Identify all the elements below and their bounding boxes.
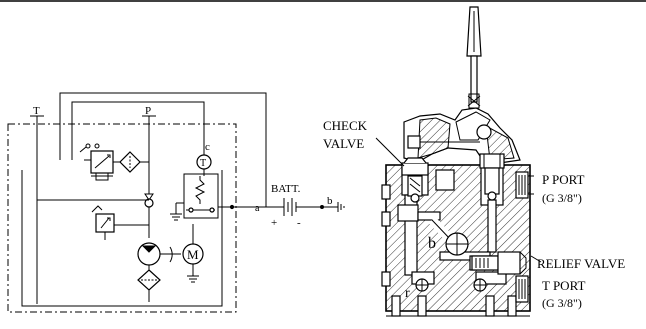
hand-lever [466, 6, 482, 109]
t-port-thread-label: (G 3/8") [542, 296, 582, 310]
solenoid-contactor [183, 169, 235, 219]
node-b-label: b [327, 195, 333, 207]
node-a-label: a [255, 203, 260, 214]
battery-circuit: a BATT. + - b [255, 183, 345, 229]
tank [21, 170, 223, 307]
section-node-b-label: b [428, 235, 436, 252]
check-valve-leader [375, 137, 405, 167]
lever-housing [403, 107, 521, 166]
p-port-label: P [145, 105, 151, 117]
relief-valve-symbol [37, 199, 149, 240]
suction-filter-symbol [137, 269, 161, 302]
section-node-r-label: r [405, 286, 410, 301]
temp-switch-label: T [200, 158, 206, 169]
t-port-label: T PORT [542, 278, 585, 293]
battery-label: BATT. [271, 183, 301, 195]
check-valve-label-2: VALVE [323, 136, 364, 151]
t-port-label: T [33, 105, 40, 117]
p-port-label: P PORT [542, 172, 585, 187]
node-c-label: c [205, 141, 210, 153]
relief-valve-assembly [471, 251, 527, 275]
unit-boundary [7, 123, 237, 313]
p-port-fitting [515, 171, 534, 199]
motor-label: M [187, 247, 199, 262]
p-port-thread-label: (G 3/8") [542, 191, 582, 205]
hydraulic-schematic: T P [7, 92, 345, 313]
t-port-fitting [515, 275, 529, 303]
contactor-ground [170, 202, 184, 221]
check-valve-symbol [144, 193, 154, 238]
valve-section-view: CHECK VALVE P PORT (G 3/8") RELIEF VALVE… [323, 6, 625, 317]
battery-plus-label: + [271, 217, 277, 229]
motor-symbol: M [182, 224, 204, 283]
line-inner-loop [71, 101, 205, 160]
line-outer-loop [59, 92, 267, 208]
relief-valve-leader [530, 255, 542, 263]
check-valve-assembly [401, 157, 429, 203]
directional-valve [79, 143, 124, 181]
spool-assembly [479, 153, 505, 201]
check-valve-label-1: CHECK [323, 118, 368, 133]
pump-symbol [137, 242, 181, 270]
battery-minus-label: - [297, 217, 301, 229]
filter-symbol [119, 151, 149, 173]
relief-valve-label: RELIEF VALVE [537, 256, 625, 271]
